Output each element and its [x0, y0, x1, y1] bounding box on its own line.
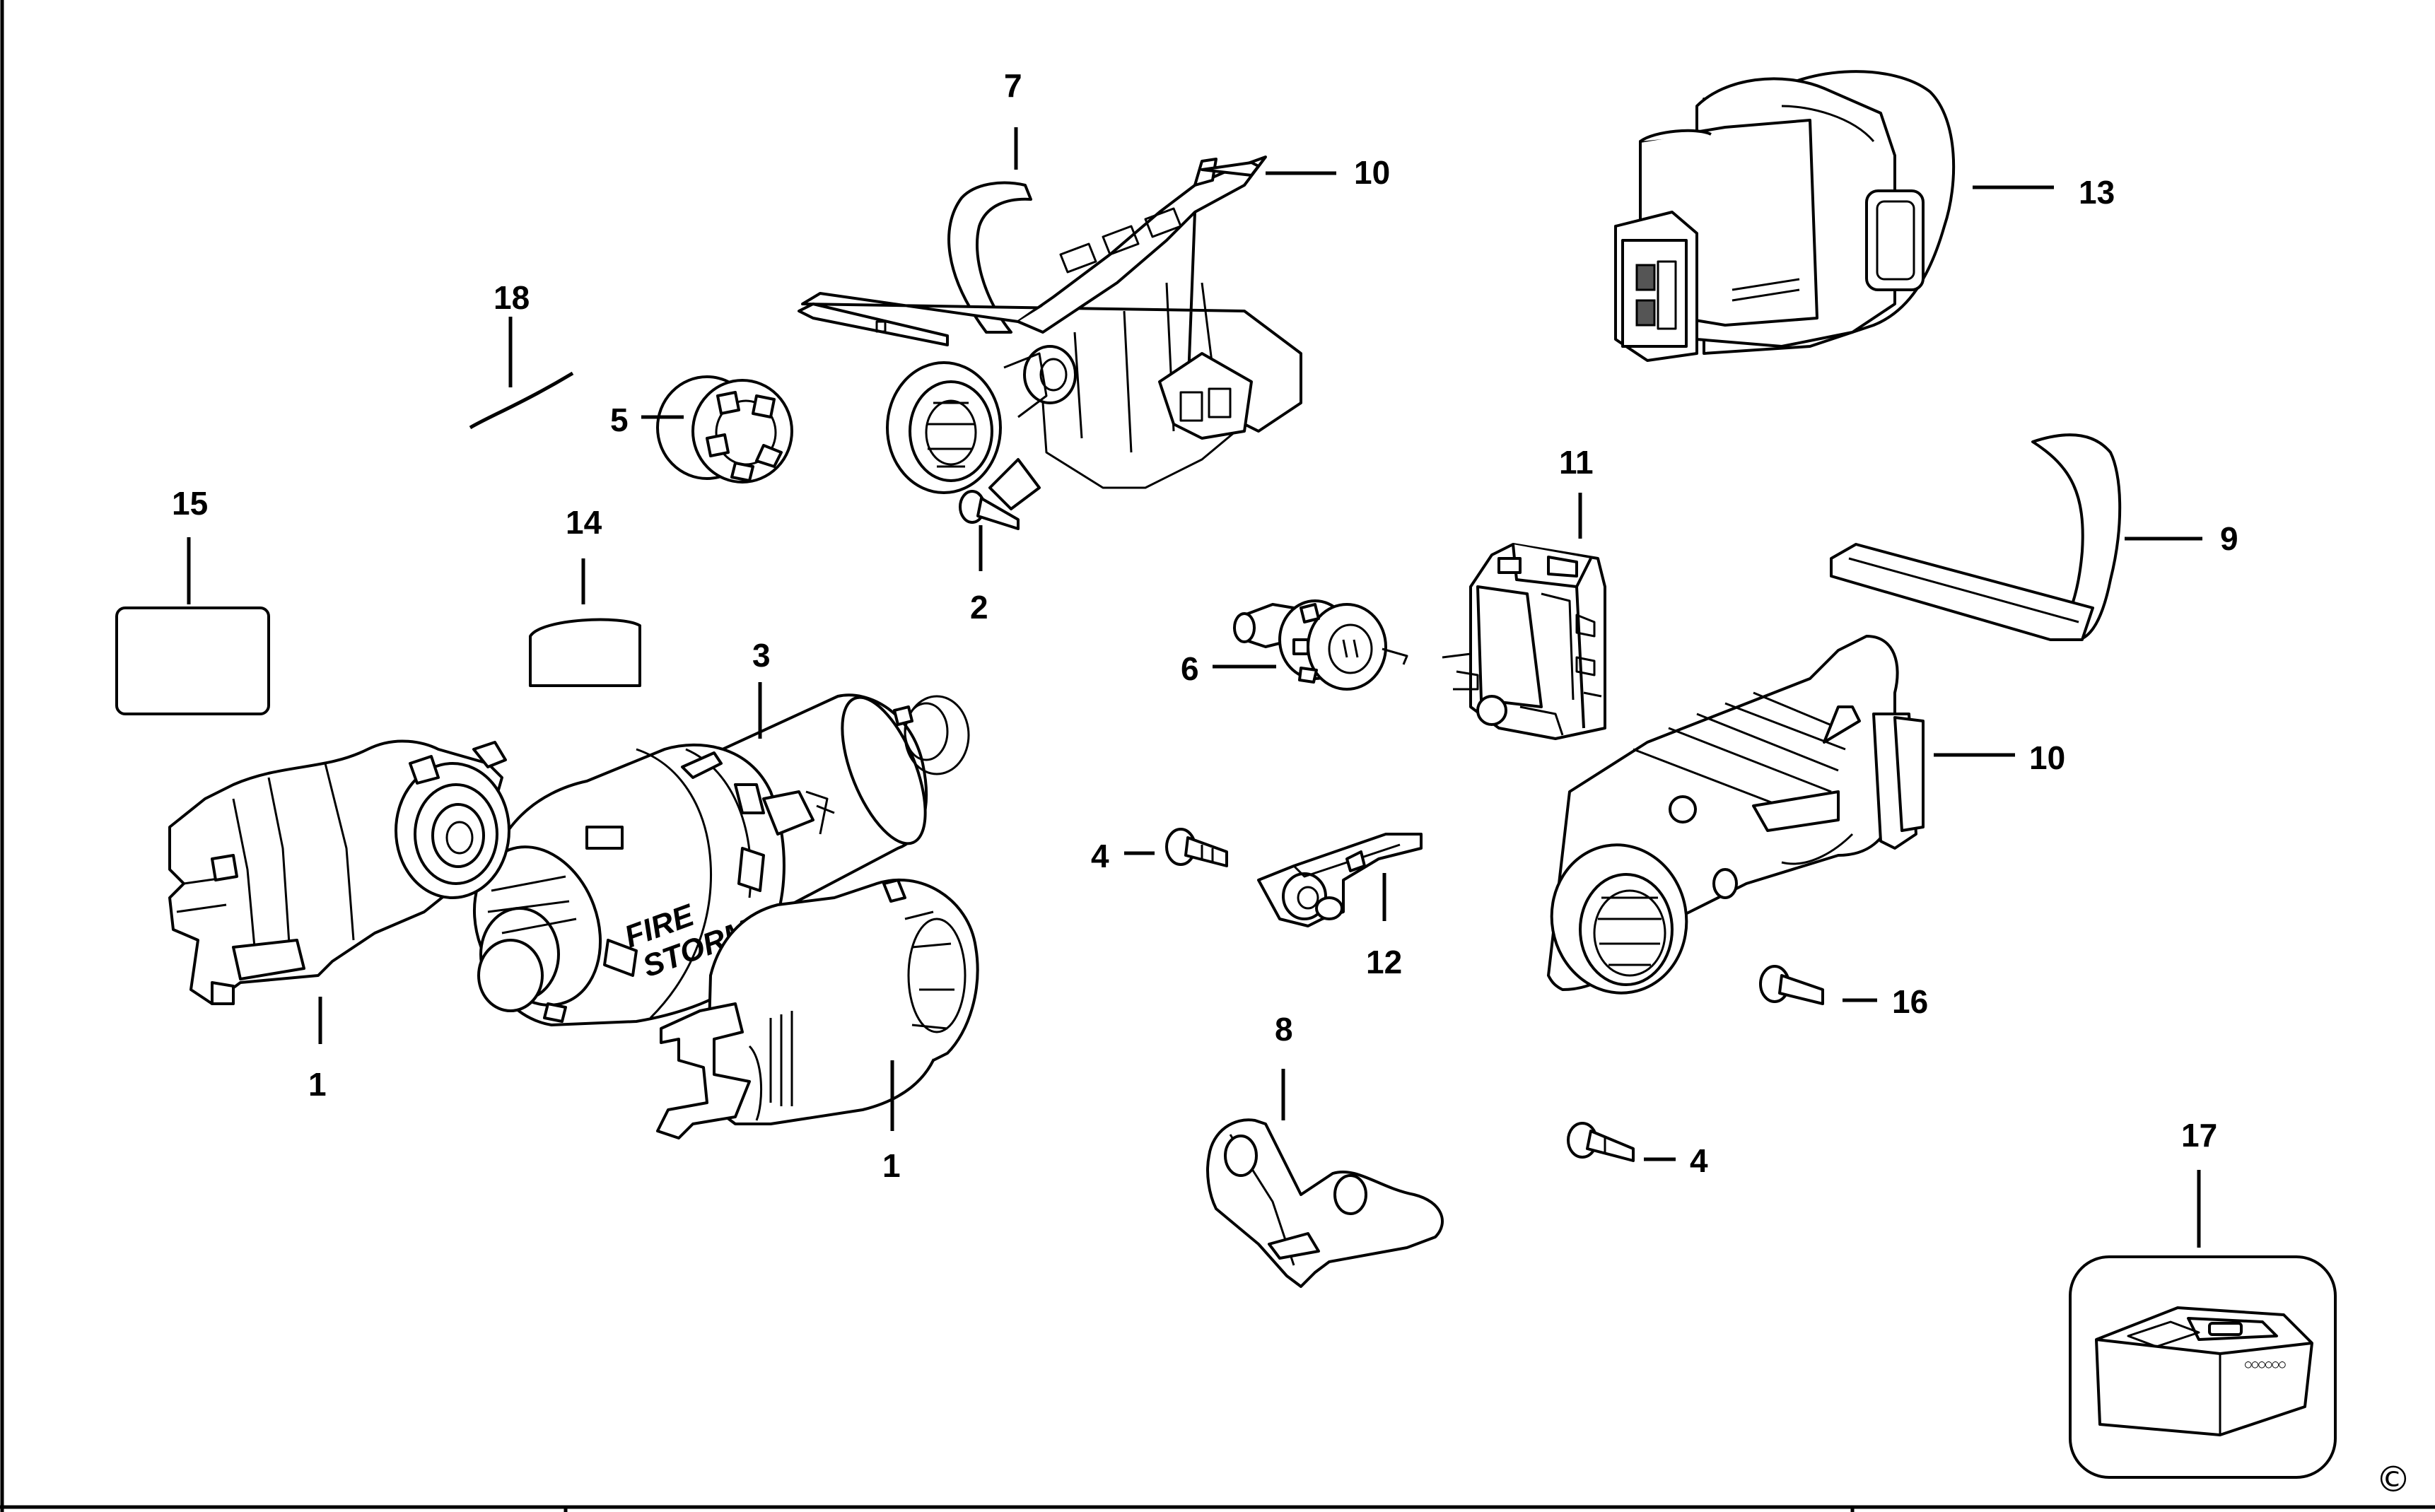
callout-14: 14	[566, 504, 602, 541]
callout-3: 3	[752, 637, 771, 674]
part-3-motor: FIRE STORM	[472, 693, 970, 1026]
callout-5: 5	[610, 402, 629, 438]
part-4b-screw	[1567, 1122, 1635, 1162]
callout-12: 12	[1366, 944, 1402, 980]
callout-1-right: 1	[882, 1147, 901, 1184]
part-10-upper-handle-housing	[798, 156, 1302, 510]
part-12-lever	[1257, 833, 1423, 927]
charger-indicator-dots: ○○○○○○	[2245, 1357, 2286, 1371]
callout-1-left: 1	[308, 1066, 327, 1103]
callout-11: 11	[1559, 444, 1594, 481]
callout-6: 6	[1181, 650, 1199, 687]
copyright-mark: ©	[2376, 1459, 2411, 1500]
part-9-grip-strip	[1830, 433, 2122, 641]
part-7-spring-clip	[947, 181, 1032, 334]
part-8-bracket	[1206, 1118, 1444, 1288]
part-15-label	[115, 606, 270, 715]
callout-4-upper: 4	[1091, 838, 1109, 874]
part-1-right-gear-housing	[656, 878, 979, 1139]
callout-16: 16	[1892, 983, 1928, 1020]
part-1-left-gear-housing	[168, 739, 510, 1005]
callout-8: 8	[1275, 1011, 1293, 1048]
callout-9: 9	[2220, 520, 2238, 557]
callout-4-lower: 4	[1690, 1142, 1708, 1179]
callout-10-upper: 10	[1354, 154, 1390, 191]
leader-lines	[187, 127, 2202, 1248]
callout-2: 2	[970, 589, 988, 626]
callout-15: 15	[172, 485, 208, 522]
part-5-bearing	[656, 375, 793, 484]
part-13-battery-pack	[1614, 70, 1956, 362]
callout-labels: 7 10 13 18 5 15 14 2 11 9 3 6 10 4 12 16…	[172, 67, 2238, 1184]
part-17-charger: ○○○○○○	[2069, 1255, 2337, 1479]
callout-13: 13	[2079, 174, 2115, 211]
part-2-screw	[959, 490, 1020, 530]
part-4a-screw	[1165, 828, 1228, 867]
callout-10-lower: 10	[2029, 739, 2065, 776]
part-10-lower-handle-housing	[1547, 635, 1925, 995]
callout-7: 7	[1004, 67, 1022, 104]
callout-18: 18	[494, 279, 530, 316]
part-11-switch	[1442, 543, 1606, 740]
part-18-wire	[469, 371, 574, 430]
part-14-label	[529, 618, 641, 687]
callout-17: 17	[2181, 1117, 2217, 1154]
part-16-screw	[1759, 965, 1824, 1005]
part-6-bearing	[1233, 599, 1408, 691]
